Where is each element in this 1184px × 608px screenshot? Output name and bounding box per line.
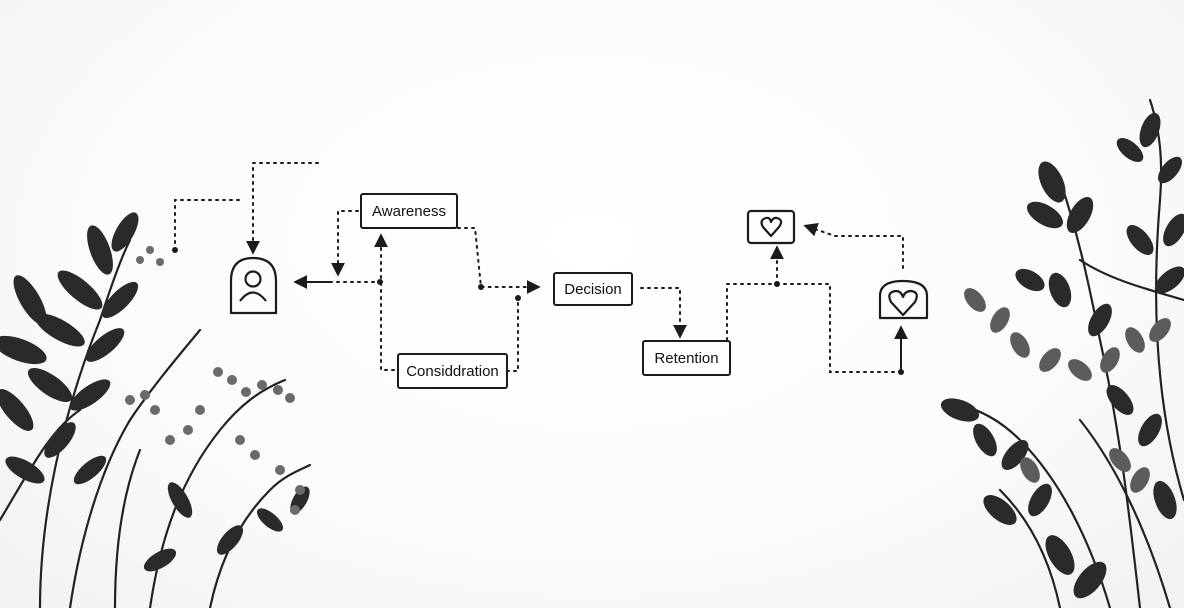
stage-consideration-label: Considdration	[406, 362, 499, 380]
connector-awareness-person	[331, 210, 359, 277]
connector-retention-hub	[726, 283, 778, 341]
connector-loyalty-advocacy	[803, 223, 904, 269]
stage-retention: Retention	[642, 340, 731, 376]
heart-speech-icon	[746, 209, 796, 245]
connector-hub-loyalty	[776, 283, 902, 373]
connector-entry	[246, 162, 319, 255]
foliage-right	[940, 98, 1184, 608]
stage-decision-label: Decision	[564, 280, 622, 298]
junction-dot	[774, 281, 780, 287]
stage-awareness-label: Awareness	[372, 202, 446, 220]
junction-dot	[377, 279, 383, 285]
junction-dot	[172, 247, 178, 253]
junction-dot	[478, 284, 484, 290]
stage-decision: Decision	[553, 272, 633, 306]
connector-consideration-decision	[506, 297, 519, 372]
foliage-left	[0, 212, 312, 608]
stage-retention-label: Retention	[654, 349, 719, 367]
heart-icon	[878, 279, 929, 320]
connector-consideration-awareness	[374, 233, 395, 371]
connector-decision-retention	[640, 287, 687, 339]
junction-dot	[515, 295, 521, 301]
connector-left-branch	[174, 199, 244, 251]
connector-awareness-decision	[457, 227, 541, 294]
junction-dot	[898, 369, 904, 375]
stage-awareness: Awareness	[360, 193, 458, 229]
stage-consideration: Considdration	[397, 353, 508, 389]
person-icon	[229, 256, 278, 315]
